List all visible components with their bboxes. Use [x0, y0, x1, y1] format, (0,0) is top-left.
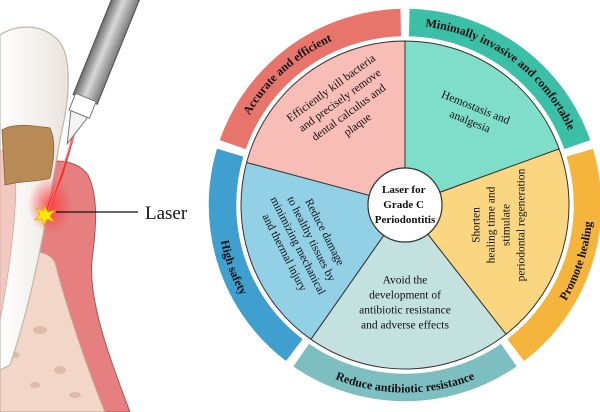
outer-band-promote	[505, 146, 600, 364]
inner-text-line: development of	[369, 290, 441, 302]
laser-label: Laser	[145, 203, 188, 224]
dental-calculus	[1, 124, 55, 186]
center-line-1: Laser for	[382, 184, 426, 196]
center-line-2: Grade C	[383, 199, 424, 211]
inner-text-line: Avoid the	[383, 275, 428, 287]
tooth-laser-illustration	[0, 0, 140, 412]
outer-band-reduce-antibiotic	[291, 341, 519, 403]
inner-text-line: stimulate	[501, 204, 513, 246]
outer-band-accurate	[217, 7, 403, 151]
outer-band-high-safety	[207, 146, 305, 364]
outer-ring	[207, 7, 600, 403]
inner-text-line: and adverse effects	[361, 320, 449, 332]
inner-text-line: periodontal regeneration	[516, 168, 528, 281]
inner-text-line: Shorten	[471, 207, 483, 243]
center-title: Laser for Grade C Periodontitis	[375, 184, 436, 226]
center-circle	[367, 167, 443, 243]
inner-text-line: antibiotic resistance	[359, 305, 451, 317]
inner-text-reduce-antibiotic: Avoid the development of antibiotic resist…	[359, 275, 451, 332]
laser-spark	[34, 205, 56, 227]
laser-probe	[66, 0, 140, 146]
inner-ring	[240, 40, 570, 370]
outer-band-minimally	[407, 7, 593, 151]
inner-text-line: healing time and	[486, 186, 498, 263]
center-line-3: Periodontitis	[375, 214, 436, 226]
